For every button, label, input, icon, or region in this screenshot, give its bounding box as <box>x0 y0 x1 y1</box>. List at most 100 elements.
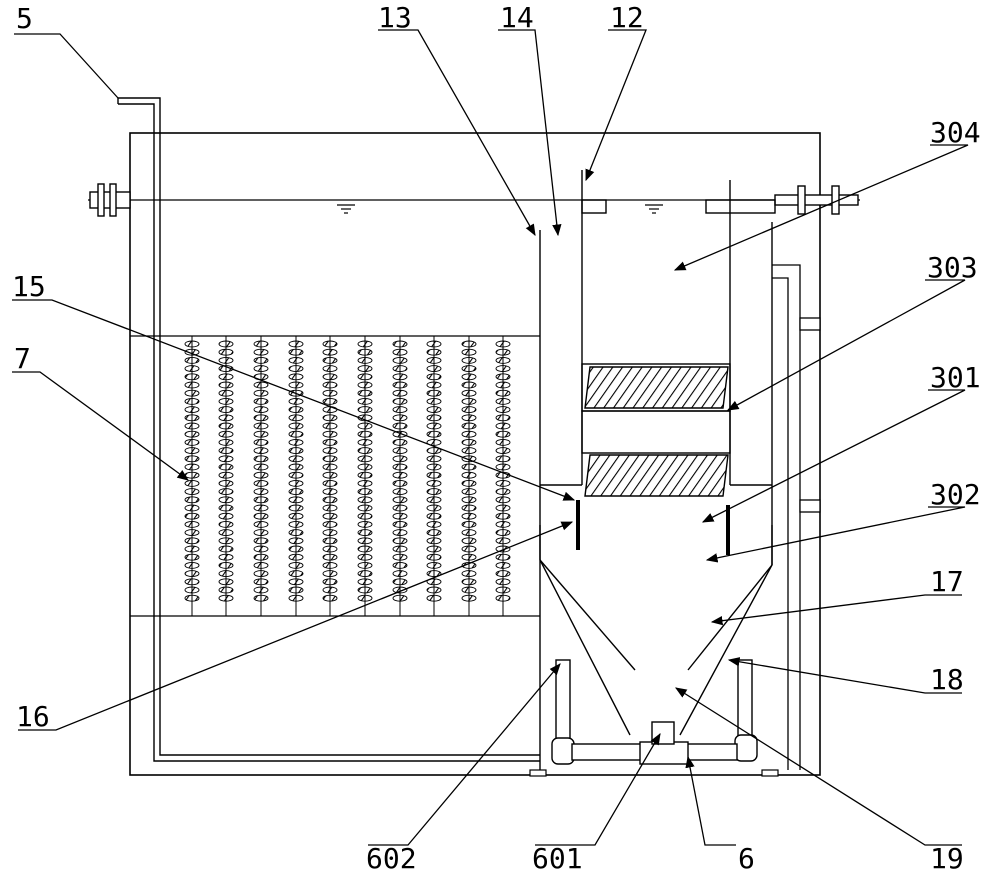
media-bead <box>392 553 408 561</box>
media-bead <box>495 529 511 537</box>
media-bead <box>218 381 234 389</box>
media-string <box>288 336 304 616</box>
media-bead <box>218 504 234 512</box>
media-string <box>495 336 511 616</box>
media-bead <box>253 340 269 348</box>
media-bead <box>495 512 511 520</box>
media-bead <box>495 463 511 471</box>
bottom-pipe <box>551 659 758 765</box>
media-bead <box>218 561 234 569</box>
media-bead <box>392 594 408 602</box>
label-602: 602 <box>366 842 417 875</box>
label-16: 16 <box>16 700 50 733</box>
media-bead <box>357 356 373 364</box>
return-pipe <box>772 264 821 770</box>
media-bead <box>461 356 477 364</box>
media-bead <box>322 529 338 537</box>
label-12: 12 <box>610 1 644 34</box>
media-bead <box>288 422 304 430</box>
label-301: 301 <box>930 361 981 394</box>
media-bead <box>392 545 408 553</box>
media-bead <box>322 463 338 471</box>
media-bead <box>426 422 442 430</box>
media-bead <box>184 348 200 356</box>
media-bead <box>218 594 234 602</box>
media-bead <box>426 586 442 594</box>
tank-outer-wall <box>129 132 821 776</box>
media-bead <box>495 414 511 422</box>
media-bead <box>392 488 408 496</box>
media-bead <box>426 373 442 381</box>
media-bead <box>322 520 338 528</box>
media-bead <box>218 406 234 414</box>
media-bead <box>322 504 338 512</box>
media-bead <box>218 340 234 348</box>
media-bead <box>461 529 477 537</box>
media-bead <box>253 553 269 561</box>
media-bead <box>322 365 338 373</box>
media-bead <box>288 471 304 479</box>
media-bead <box>253 578 269 586</box>
media-bead <box>218 430 234 438</box>
media-bead <box>426 504 442 512</box>
media-bead <box>357 496 373 504</box>
media-bead <box>184 529 200 537</box>
media-bead <box>495 578 511 586</box>
media-bead <box>461 406 477 414</box>
label-14: 14 <box>500 1 534 34</box>
media-bead <box>184 586 200 594</box>
media-bead <box>218 356 234 364</box>
media-bead <box>218 348 234 356</box>
media-bead <box>357 348 373 356</box>
media-bead <box>357 578 373 586</box>
media-bead <box>357 512 373 520</box>
media-bead <box>322 561 338 569</box>
media-bead <box>288 373 304 381</box>
media-bead <box>253 430 269 438</box>
media-bead <box>288 463 304 471</box>
media-bead <box>461 447 477 455</box>
media-bead <box>218 479 234 487</box>
media-bead <box>461 512 477 520</box>
media-bead <box>218 537 234 545</box>
media-bead <box>392 340 408 348</box>
media-bead <box>357 463 373 471</box>
media-bead <box>322 381 338 389</box>
media-bead <box>322 348 338 356</box>
media-bead <box>495 340 511 348</box>
label-13: 13 <box>378 1 412 34</box>
inclined-plates <box>540 363 772 497</box>
media-bead <box>426 389 442 397</box>
media-bead <box>288 381 304 389</box>
media-bead <box>288 553 304 561</box>
media-bead <box>357 561 373 569</box>
media-bead <box>357 488 373 496</box>
media-bead <box>253 471 269 479</box>
media-bead <box>322 537 338 545</box>
media-bead <box>426 520 442 528</box>
media-bead <box>392 529 408 537</box>
media-bead <box>461 373 477 381</box>
media-bead <box>322 406 338 414</box>
media-bead <box>357 529 373 537</box>
media-bead <box>253 389 269 397</box>
media-bead <box>288 340 304 348</box>
media-bead <box>461 537 477 545</box>
media-bead <box>253 348 269 356</box>
media-bead <box>253 545 269 553</box>
media-bead <box>426 414 442 422</box>
media-bead <box>184 504 200 512</box>
media-bead <box>461 561 477 569</box>
media-bead <box>461 340 477 348</box>
media-bead <box>426 471 442 479</box>
media-bead <box>218 414 234 422</box>
sludge-hopper <box>539 525 773 736</box>
media-bead <box>218 586 234 594</box>
media-bead <box>357 455 373 463</box>
media-bead <box>322 570 338 578</box>
media-bead <box>495 570 511 578</box>
media-bead <box>461 586 477 594</box>
media-bead <box>357 389 373 397</box>
media-bead <box>495 586 511 594</box>
media-bead <box>253 537 269 545</box>
